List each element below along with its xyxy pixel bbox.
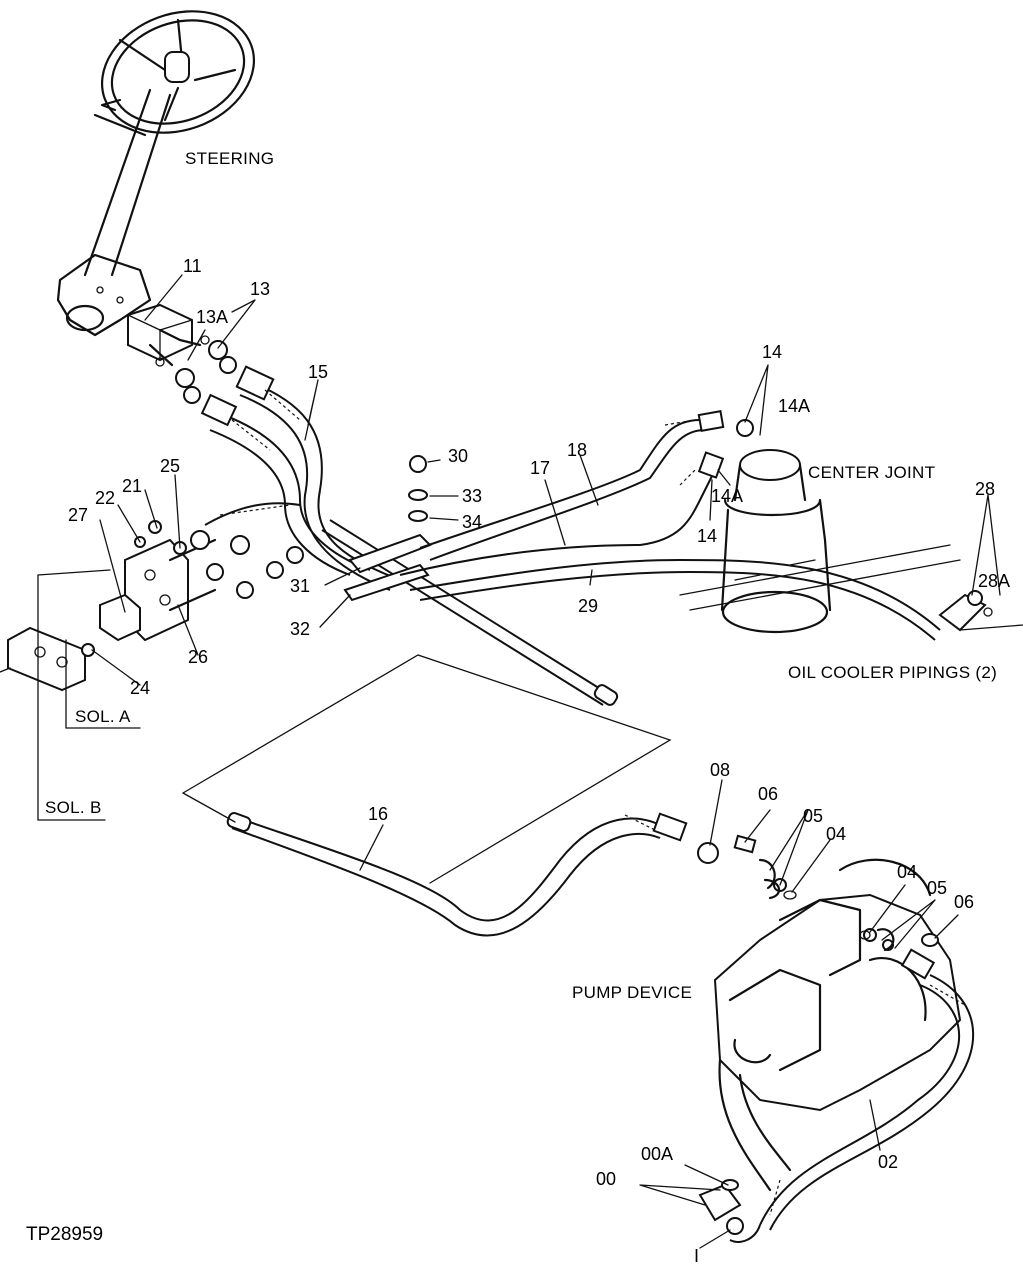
pump-device — [713, 858, 962, 1192]
callout-06-mid: 06 — [954, 892, 974, 912]
callout-16: 16 — [368, 804, 388, 824]
pump-fittings — [697, 834, 895, 952]
leader-lines — [37, 274, 1001, 1249]
callout-01: I — [694, 1246, 699, 1266]
callout-11: 11 — [183, 256, 202, 276]
callout-32: 32 — [290, 619, 310, 639]
clamp-assembly — [343, 455, 432, 602]
callout-15: 15 — [308, 362, 328, 382]
callout-04-top: 04 — [826, 824, 846, 844]
label-oil-cooler: OIL COOLER PIPINGS (2) — [788, 663, 997, 682]
callout-24: 24 — [130, 678, 150, 698]
callout-05-top: 05 — [803, 806, 823, 826]
label-pump-device: PUMP DEVICE — [572, 983, 692, 1002]
oil-cooler-fittings — [679, 544, 1023, 632]
callout-28: 28 — [975, 479, 995, 499]
callout-25: 25 — [160, 456, 180, 476]
callout-18: 18 — [567, 440, 587, 460]
callout-14a-mid: 14A — [711, 486, 743, 506]
hose-02 — [698, 948, 975, 1243]
label-sol-b: SOL. B — [45, 798, 102, 817]
callout-29: 29 — [578, 596, 598, 616]
callout-06-top: 06 — [758, 784, 778, 804]
steering-assembly — [56, 10, 256, 337]
valve-block — [127, 303, 237, 404]
callout-08: 08 — [710, 760, 730, 780]
callout-00a: 00A — [641, 1144, 673, 1164]
callout-14-top: 14 — [762, 342, 782, 362]
callout-21: 21 — [122, 476, 142, 496]
center-joint — [720, 449, 832, 634]
callout-31: 31 — [290, 576, 310, 596]
callout-17: 17 — [530, 458, 550, 478]
callout-28a: 28A — [978, 571, 1010, 591]
hose-16 — [226, 519, 688, 937]
callout-02: 02 — [878, 1152, 898, 1172]
callout-04-mid: 04 — [897, 862, 917, 882]
figure-code: TP28959 — [26, 1224, 103, 1245]
steering-hoses — [200, 365, 401, 591]
callout-14a-top: 14A — [778, 396, 810, 416]
callout-30: 30 — [448, 446, 468, 466]
center-hoses — [399, 410, 941, 641]
callout-27: 27 — [68, 505, 88, 525]
label-steering: STEERING — [185, 149, 274, 168]
callout-33: 33 — [462, 486, 482, 506]
callout-26: 26 — [188, 647, 208, 667]
label-sol-a: SOL. A — [75, 707, 131, 726]
reference-lines — [182, 654, 672, 884]
callout-13a: 13A — [196, 307, 228, 327]
callout-14-mid: 14 — [697, 526, 717, 546]
callout-22: 22 — [95, 488, 115, 508]
label-center-joint: CENTER JOINT — [808, 463, 935, 482]
callout-00: 00 — [596, 1169, 616, 1189]
labels: STEERING CENTER JOINT OIL COOLER PIPINGS… — [26, 149, 1010, 1266]
callout-05-mid: 05 — [927, 878, 947, 898]
callout-34: 34 — [462, 512, 482, 532]
solenoid-manifold — [0, 502, 304, 692]
callout-13: 13 — [250, 279, 270, 299]
